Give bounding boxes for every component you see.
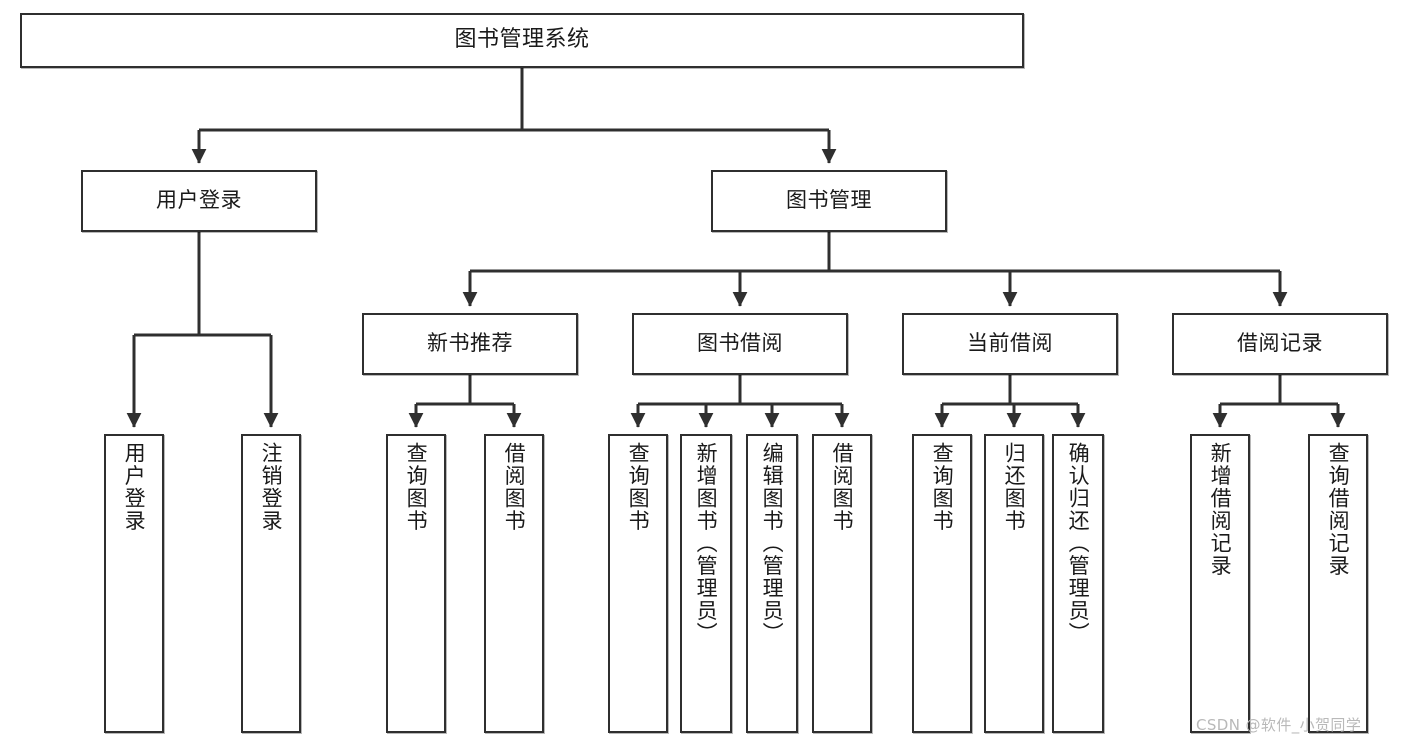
node-leaf-query-book-2-label: 查询图书 — [626, 442, 651, 532]
node-leaf-borrow-book-1-label: 借阅图书 — [502, 442, 527, 532]
node-leaf-confirm-return-label: 确认归还（管理员） — [1066, 442, 1091, 645]
node-leaf-query-record[interactable]: 查询借阅记录 — [1308, 434, 1368, 733]
node-leaf-query-book-3-label: 查询图书 — [930, 442, 955, 532]
node-leaf-add-record[interactable]: 新增借阅记录 — [1190, 434, 1250, 733]
node-leaf-borrow-book-2[interactable]: 借阅图书 — [812, 434, 872, 733]
csdn-watermark: CSDN @软件_小贺同学 — [1196, 716, 1362, 734]
node-root-label: 图书管理系统 — [454, 27, 590, 53]
node-leaf-user-login[interactable]: 用户登录 — [104, 434, 164, 733]
node-leaf-edit-book-label: 编辑图书（管理员） — [760, 442, 785, 645]
node-user-login[interactable]: 用户登录 — [81, 170, 317, 232]
node-leaf-user-logout-label: 注销登录 — [259, 442, 284, 532]
node-leaf-query-book-1-label: 查询图书 — [404, 442, 429, 532]
node-current-borrow-label: 当前借阅 — [967, 331, 1053, 356]
node-leaf-borrow-book-1[interactable]: 借阅图书 — [484, 434, 544, 733]
node-book-borrow-label: 图书借阅 — [697, 331, 783, 356]
node-borrow-record[interactable]: 借阅记录 — [1172, 313, 1388, 375]
node-leaf-confirm-return[interactable]: 确认归还（管理员） — [1052, 434, 1104, 733]
node-leaf-user-logout[interactable]: 注销登录 — [241, 434, 301, 733]
node-user-login-label: 用户登录 — [156, 188, 242, 213]
node-leaf-query-book-1[interactable]: 查询图书 — [386, 434, 446, 733]
node-leaf-query-record-label: 查询借阅记录 — [1326, 442, 1351, 577]
node-leaf-user-login-label: 用户登录 — [122, 442, 147, 532]
node-new-book-recommend[interactable]: 新书推荐 — [362, 313, 578, 375]
node-current-borrow[interactable]: 当前借阅 — [902, 313, 1118, 375]
node-leaf-edit-book[interactable]: 编辑图书（管理员） — [746, 434, 798, 733]
node-book-manage[interactable]: 图书管理 — [711, 170, 947, 232]
node-book-manage-label: 图书管理 — [786, 188, 872, 213]
node-leaf-query-book-3[interactable]: 查询图书 — [912, 434, 972, 733]
node-leaf-add-book-label: 新增图书（管理员） — [694, 442, 719, 645]
node-leaf-borrow-book-2-label: 借阅图书 — [830, 442, 855, 532]
node-leaf-return-book[interactable]: 归还图书 — [984, 434, 1044, 733]
node-book-borrow[interactable]: 图书借阅 — [632, 313, 848, 375]
node-leaf-add-book[interactable]: 新增图书（管理员） — [680, 434, 732, 733]
node-new-book-recommend-label: 新书推荐 — [427, 331, 513, 356]
node-leaf-query-book-2[interactable]: 查询图书 — [608, 434, 668, 733]
node-root[interactable]: 图书管理系统 — [20, 13, 1024, 68]
node-leaf-add-record-label: 新增借阅记录 — [1208, 442, 1233, 577]
node-borrow-record-label: 借阅记录 — [1237, 331, 1323, 356]
node-leaf-return-book-label: 归还图书 — [1002, 442, 1027, 532]
